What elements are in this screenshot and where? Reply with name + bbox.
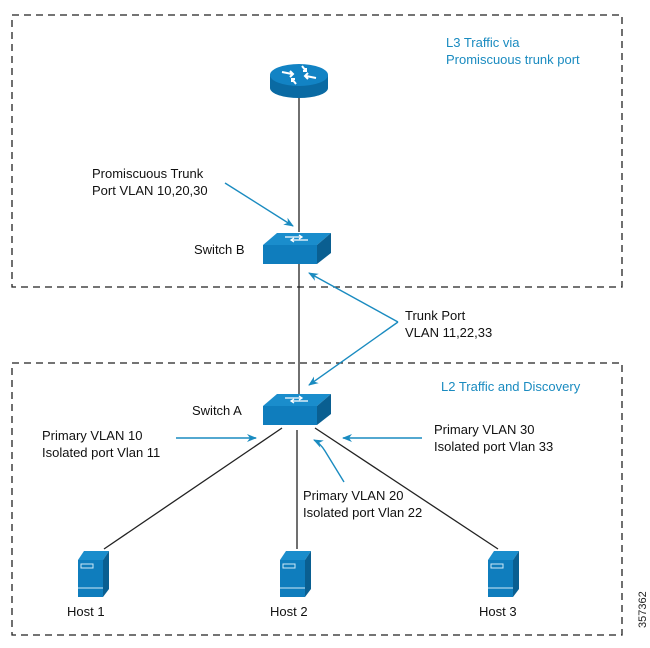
l3-zone-box — [11, 14, 623, 288]
host3-port-line2: Isolated port Vlan 33 — [434, 439, 554, 454]
trunk-annotation: Trunk Port VLAN 11,22,33 — [405, 307, 492, 341]
host-2-icon — [280, 551, 311, 597]
host-1-icon — [78, 551, 109, 597]
link-switcha-host3 — [314, 427, 499, 550]
promiscuous-line1: Promiscuous Trunk — [92, 166, 204, 181]
host-2-label: Host 2 — [270, 604, 308, 619]
trunk-line1: Trunk Port — [405, 308, 466, 323]
promiscuous-annotation: Promiscuous Trunk Port VLAN 10,20,30 — [92, 165, 208, 199]
host3-port-annotation: Primary VLAN 30 Isolated port Vlan 33 — [434, 421, 553, 455]
switch-a-icon — [263, 394, 331, 425]
host-3-label: Host 3 — [479, 604, 517, 619]
host1-port-annotation: Primary VLAN 10 Isolated port Vlan 11 — [42, 427, 160, 461]
switch-a-label: Switch A — [192, 403, 242, 418]
switch-b-icon — [263, 233, 331, 264]
host2-port-line1: Primary VLAN 20 — [303, 488, 404, 503]
promiscuous-line2: Port VLAN 10,20,30 — [92, 183, 208, 198]
l2-zone-title: L2 Traffic and Discovery — [441, 379, 581, 394]
arrow-trunk-down — [308, 321, 399, 386]
router-icon — [270, 64, 328, 98]
link-switcha-host1 — [103, 427, 283, 550]
host1-port-line2: Isolated port Vlan 11 — [42, 445, 161, 460]
switch-b-label: Switch B — [194, 242, 245, 257]
arrow-host2-port — [313, 439, 345, 483]
host3-port-line1: Primary VLAN 30 — [434, 422, 535, 437]
l3-title-line2: Promiscuous trunk port — [446, 52, 580, 67]
l2-zone-box — [11, 362, 623, 636]
trunk-line2: VLAN 11,22,33 — [405, 325, 493, 340]
l3-zone-title: L3 Traffic via Promiscuous trunk port — [446, 34, 580, 68]
host2-port-line2: Isolated port Vlan 22 — [303, 505, 423, 520]
l3-title-line1: L3 Traffic via — [446, 35, 520, 50]
host1-port-line1: Primary VLAN 10 — [42, 428, 143, 443]
arrow-trunk-up — [308, 272, 399, 323]
host-1-label: Host 1 — [67, 604, 105, 619]
arrow-promiscuous — [224, 182, 294, 227]
host2-port-annotation: Primary VLAN 20 Isolated port Vlan 22 — [303, 487, 422, 521]
figure-id: 357362 — [637, 591, 649, 628]
host-3-icon — [488, 551, 519, 597]
